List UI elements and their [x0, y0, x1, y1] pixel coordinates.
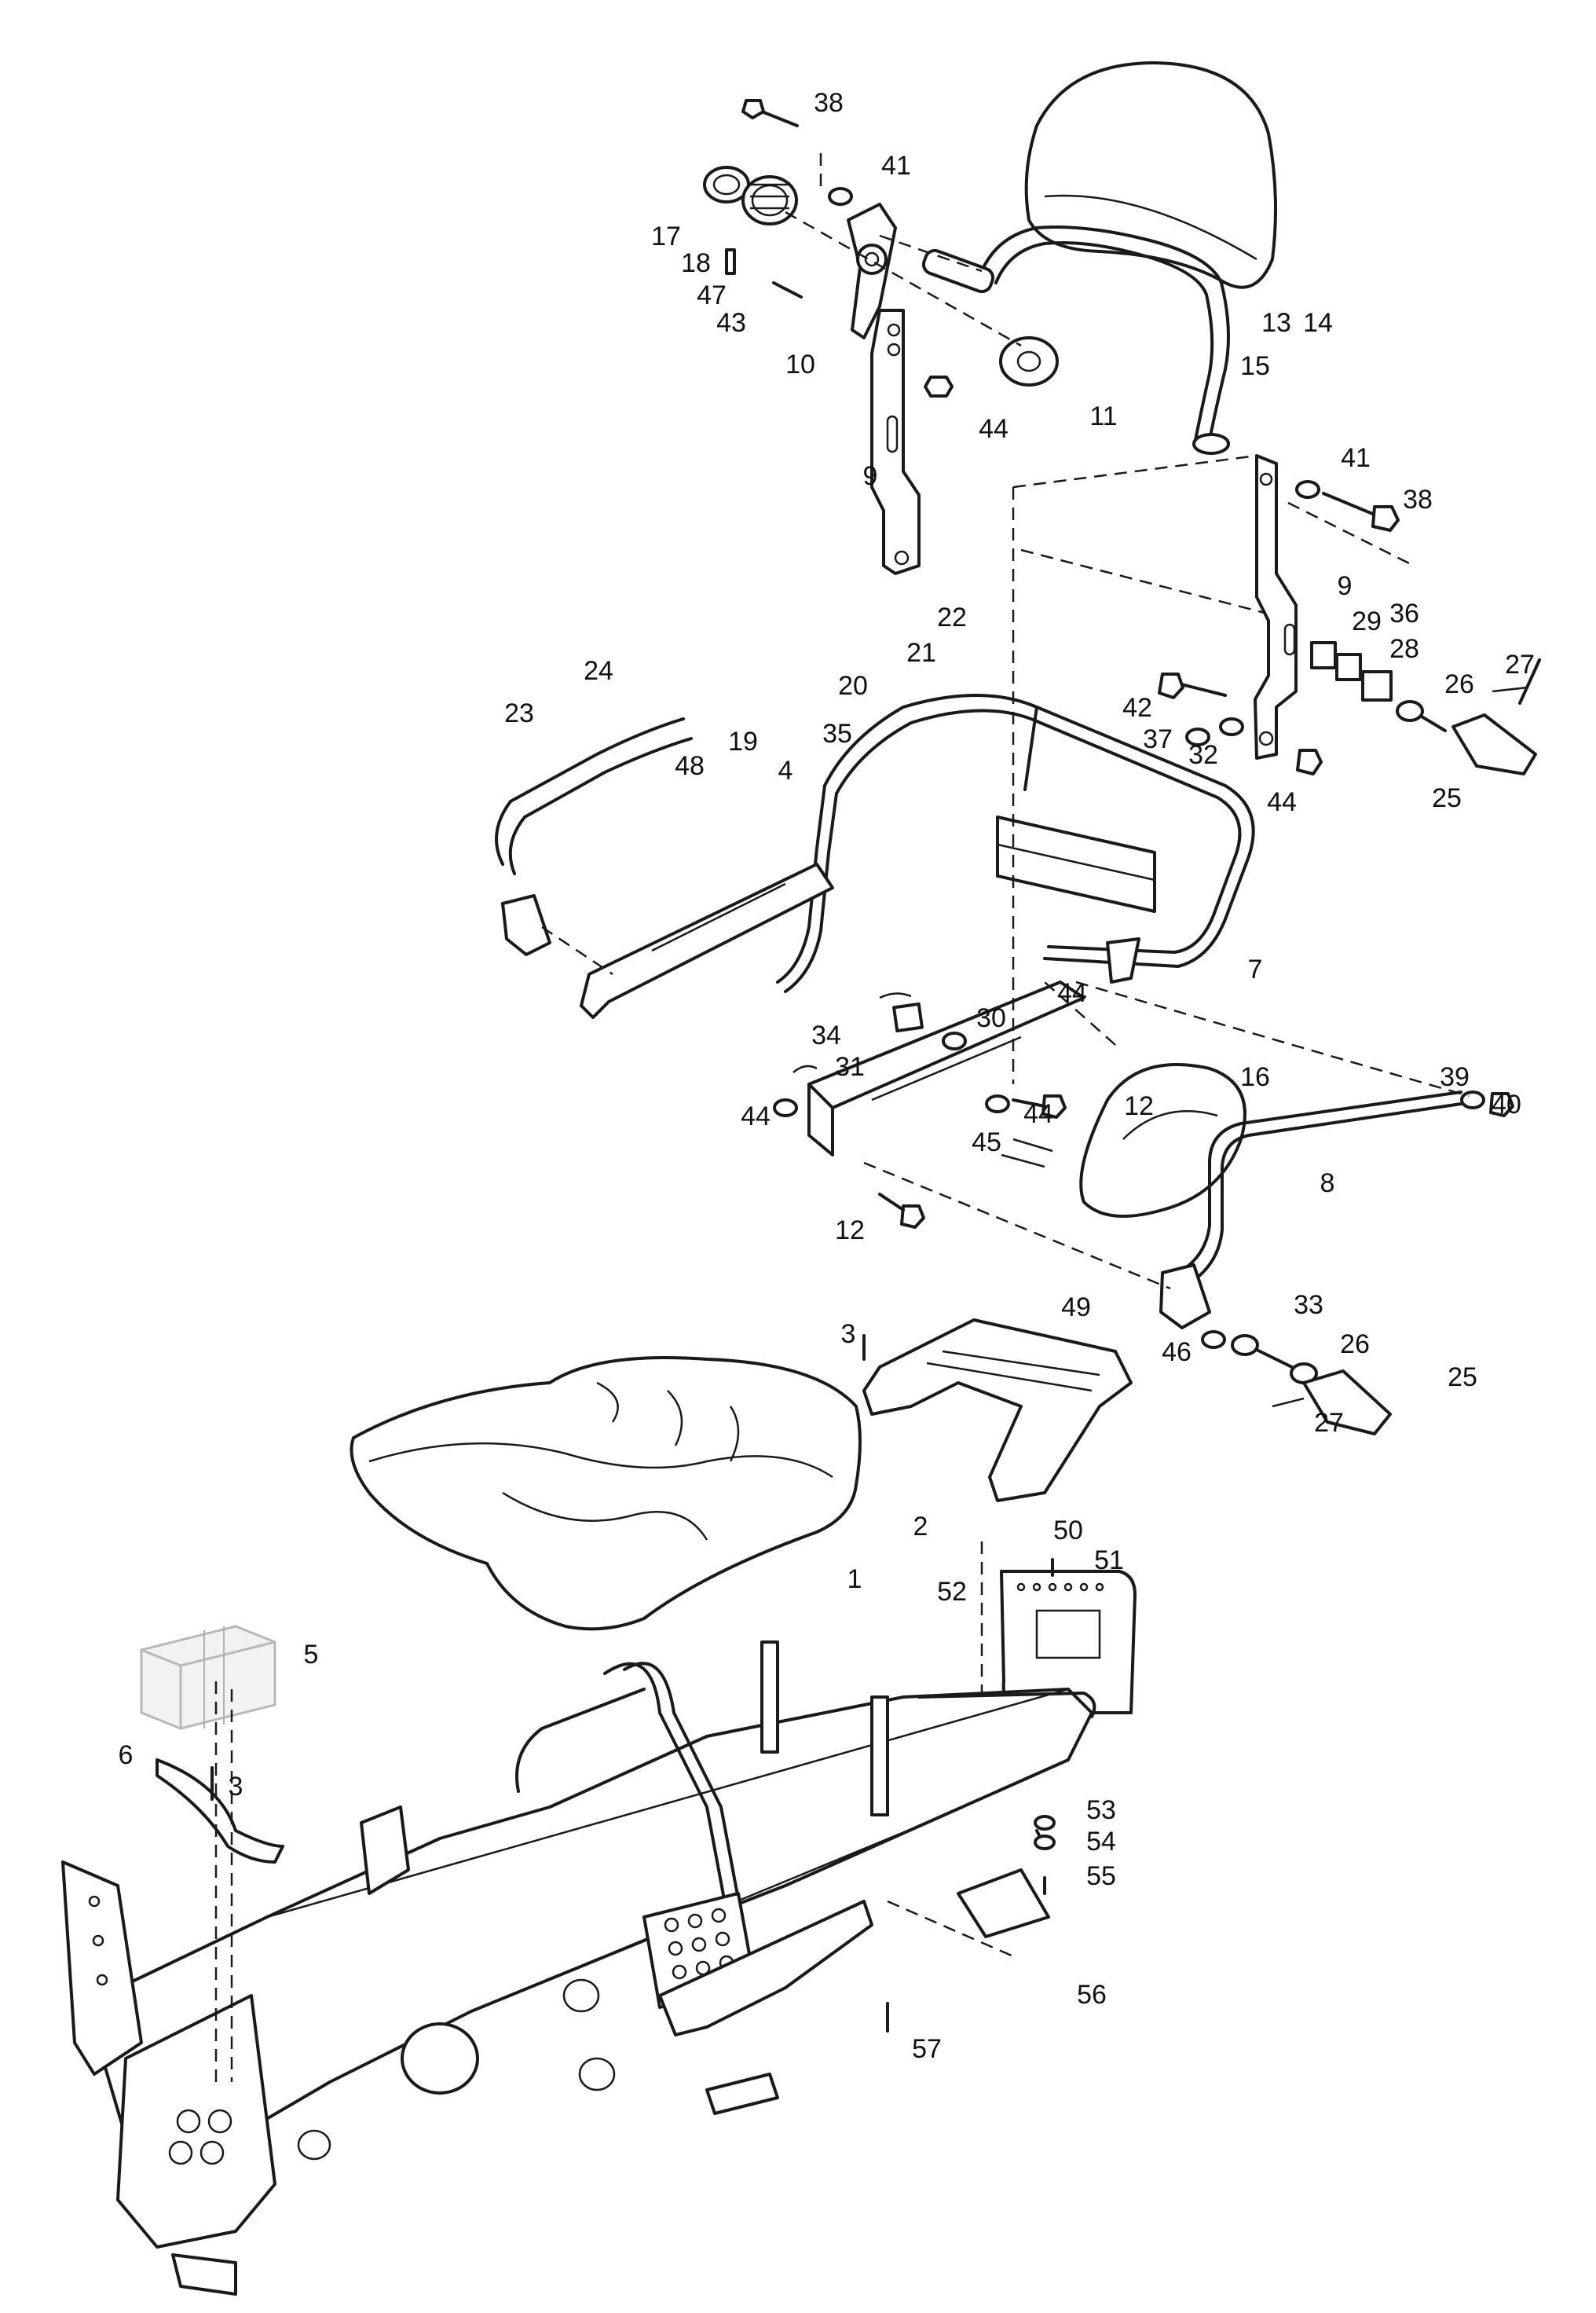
- alignment-dashes: [214, 153, 1470, 2082]
- callout-15: 15: [1240, 351, 1270, 381]
- callout-14: 14: [1303, 308, 1333, 338]
- callout-26: 26: [1444, 669, 1474, 699]
- callout-37: 37: [1143, 724, 1173, 754]
- callout-8: 8: [1320, 1168, 1335, 1198]
- callout-23: 23: [504, 698, 534, 728]
- callout-17: 17: [651, 222, 681, 251]
- callout-29: 29: [1352, 607, 1382, 636]
- callout-11: 11: [1089, 401, 1117, 431]
- callout-1: 1: [847, 1564, 862, 1594]
- callout-9: 9: [863, 461, 878, 491]
- callout-12: 12: [1124, 1091, 1154, 1121]
- callout-38: 38: [814, 88, 844, 118]
- callout-36: 36: [1389, 599, 1419, 629]
- callout-55: 55: [1086, 1861, 1116, 1891]
- callout-3: 3: [229, 1772, 243, 1802]
- callout-39: 39: [1440, 1062, 1470, 1092]
- hardware-right-side: [1158, 480, 1541, 775]
- callout-54: 54: [1086, 1827, 1116, 1857]
- callout-19: 19: [728, 727, 758, 757]
- callout-22: 22: [937, 603, 967, 632]
- callout-4: 4: [778, 756, 793, 786]
- callout-38: 38: [1403, 485, 1433, 515]
- callout-44: 44: [1267, 787, 1297, 817]
- rear-rail-right: [773, 981, 1085, 1229]
- callout-53: 53: [1086, 1795, 1116, 1825]
- callout-42: 42: [1122, 693, 1152, 723]
- callout-26: 26: [1340, 1329, 1370, 1359]
- tunnel-frame: [61, 1640, 1096, 2296]
- callout-27: 27: [1505, 650, 1535, 680]
- callout-21: 21: [906, 638, 936, 668]
- callout-5: 5: [304, 1640, 319, 1670]
- callout-20: 20: [838, 671, 868, 701]
- callout-31: 31: [835, 1052, 865, 1082]
- rear-rail-left: [495, 717, 834, 1019]
- rail-extension-8: [1159, 1091, 1514, 1329]
- callout-44: 44: [1023, 1099, 1053, 1129]
- callout-47: 47: [697, 280, 727, 310]
- callout-41: 41: [881, 151, 911, 181]
- callout-18: 18: [681, 248, 711, 278]
- backrest-frame-tube: [921, 225, 1230, 455]
- callout-40: 40: [1492, 1090, 1521, 1120]
- washer-41-top: [828, 187, 853, 206]
- callout-10: 10: [785, 350, 815, 379]
- battery-box-5: [140, 1625, 276, 1730]
- grab-handle-7: [776, 694, 1255, 993]
- callout-30: 30: [976, 1003, 1006, 1033]
- callout-13: 13: [1261, 308, 1291, 338]
- callout-41: 41: [1341, 443, 1371, 473]
- callout-45: 45: [972, 1127, 1001, 1157]
- callout-25: 25: [1432, 783, 1462, 813]
- callout-50: 50: [1053, 1516, 1083, 1545]
- callout-44: 44: [1057, 978, 1087, 1008]
- callout-34: 34: [811, 1021, 841, 1050]
- callout-48: 48: [675, 751, 705, 781]
- callout-9: 9: [1338, 571, 1353, 601]
- callout-56: 56: [1077, 1980, 1107, 2010]
- backrest-bracket-9-right: [1254, 454, 1298, 760]
- callout-49: 49: [1061, 1292, 1091, 1322]
- callout-43: 43: [716, 308, 746, 338]
- flap-plate-51: [1000, 1558, 1137, 1714]
- backrest-bracket-9-left: [870, 309, 954, 575]
- bushing-11: [999, 336, 1059, 387]
- rear-bracket-49: [862, 1318, 1133, 1502]
- taillight-lens-16: [1079, 1063, 1246, 1218]
- adjuster-knob-assembly: [703, 99, 803, 299]
- callout-32: 32: [1188, 740, 1218, 770]
- callout-27: 27: [1314, 1408, 1344, 1438]
- callout-3: 3: [841, 1319, 856, 1349]
- callout-24: 24: [584, 656, 613, 686]
- callout-16: 16: [1240, 1062, 1270, 1092]
- callout-44: 44: [741, 1102, 771, 1131]
- callout-52: 52: [937, 1577, 967, 1607]
- callout-12: 12: [835, 1215, 865, 1245]
- callout-25: 25: [1448, 1362, 1477, 1392]
- strap-6: [156, 1758, 284, 1864]
- callout-57: 57: [912, 2034, 942, 2064]
- callout-35: 35: [822, 719, 852, 749]
- seat-cushion-1: [350, 1356, 862, 1631]
- callout-7: 7: [1248, 955, 1263, 984]
- callout-6: 6: [119, 1740, 134, 1770]
- headrest-pad: [1024, 61, 1277, 289]
- hardware-lower-right: [1201, 1330, 1392, 1435]
- callout-44: 44: [979, 414, 1008, 444]
- callout-51: 51: [1094, 1545, 1124, 1575]
- callout-46: 46: [1162, 1337, 1192, 1367]
- callout-33: 33: [1294, 1290, 1323, 1320]
- callout-2: 2: [913, 1512, 928, 1541]
- callout-28: 28: [1389, 634, 1419, 664]
